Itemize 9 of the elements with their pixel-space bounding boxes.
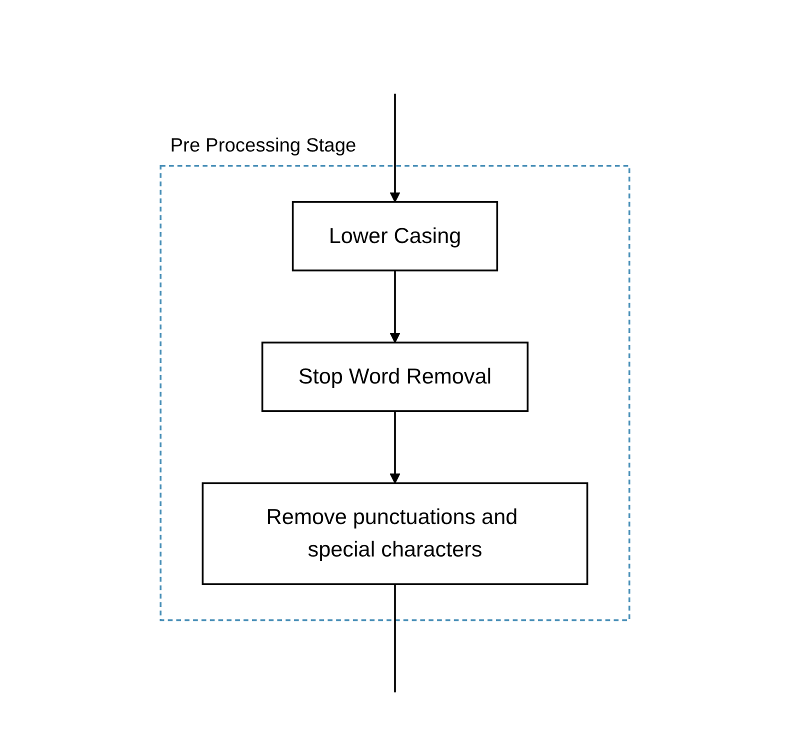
arrow [389, 411, 400, 484]
node-box: Lower Casing [291, 201, 498, 272]
connector [394, 584, 396, 692]
node-label: Pre Processing Stage [170, 136, 356, 156]
arrow [389, 94, 400, 202]
cluster [159, 164, 630, 622]
node-box: Remove punctuations and special characters [201, 482, 588, 586]
arrow [389, 270, 400, 344]
node-box: Stop Word Removal [260, 342, 528, 412]
